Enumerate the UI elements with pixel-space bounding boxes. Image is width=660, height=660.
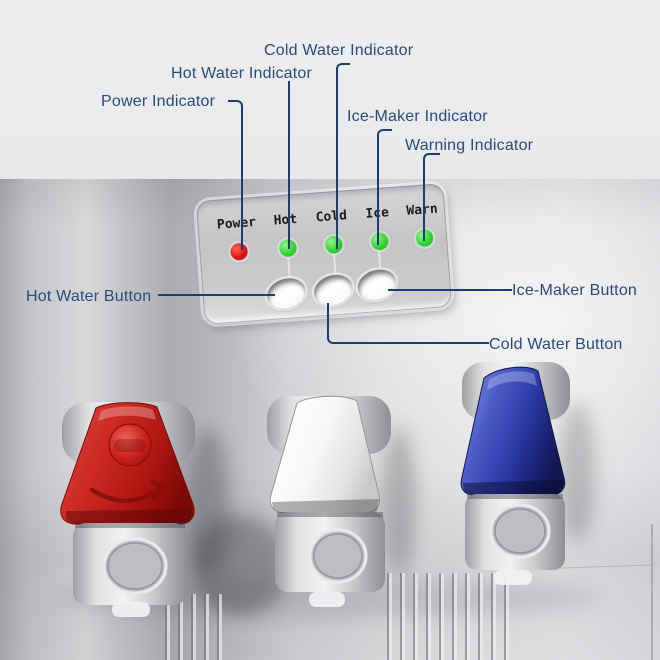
ice-maker-button-label: Ice-Maker Button [512,282,638,299]
photo-background-top [0,0,660,179]
rotate-arrow [89,486,162,503]
cap-highlight [487,371,537,390]
cap-highlight [98,406,156,421]
ice-maker-button-callout-line [388,289,512,291]
spout-joint [277,512,383,517]
hot-water-faucet [60,402,195,617]
hot-water-indicator-label: Hot Water Indicator [171,65,313,82]
spout-outlet [112,602,150,617]
hot-water-button-callout-line [158,294,275,296]
spout-opening-ring [107,542,163,590]
power-indicator-label: Power Indicator [101,93,216,110]
spout-opening-ring [313,533,363,579]
cold-faucet-cap [269,395,381,514]
spout-opening [308,528,368,584]
warning-indicator-label: Warning Indicator [405,137,534,154]
cold-water-indicator-label: Cold Water Indicator [264,42,414,59]
cold-water-button-callout-line [327,303,489,344]
ice-maker-indicator-callout-line [377,129,392,245]
spout-outlet [494,570,532,585]
shadow [382,426,416,576]
cap-bottom-shadow [66,509,192,525]
hot-water-indicator-callout-line [288,81,290,249]
spout-outlet [309,592,345,607]
cold-water-faucet [267,395,391,607]
body-edge-seam [651,524,653,660]
ice-maker-faucet [460,362,570,585]
cap-bottom-shadow [463,480,564,496]
cold-water-button-label: Cold Water Button [489,336,623,353]
fluted-ridges-right [384,573,510,660]
shadow [186,428,230,578]
spout-opening-ring [494,508,546,554]
spout-joint [467,494,563,499]
knob-slot [114,439,146,452]
ice-maker-indicator-label: Ice-Maker Indicator [347,108,488,125]
rotate-arrow-head [150,479,166,500]
cap-bottom-shadow [272,499,379,514]
ice-maker-button [353,264,400,305]
spout-opening [489,503,551,559]
warning-indicator-callout-line [423,153,440,241]
spout-joint [75,523,185,528]
cold-water-indicator-callout-line [336,63,350,249]
faucet-knob [108,423,152,467]
power-indicator-callout-line [228,100,243,250]
spout-opening [102,537,168,595]
hot-water-button-label: Hot Water Button [26,288,152,305]
